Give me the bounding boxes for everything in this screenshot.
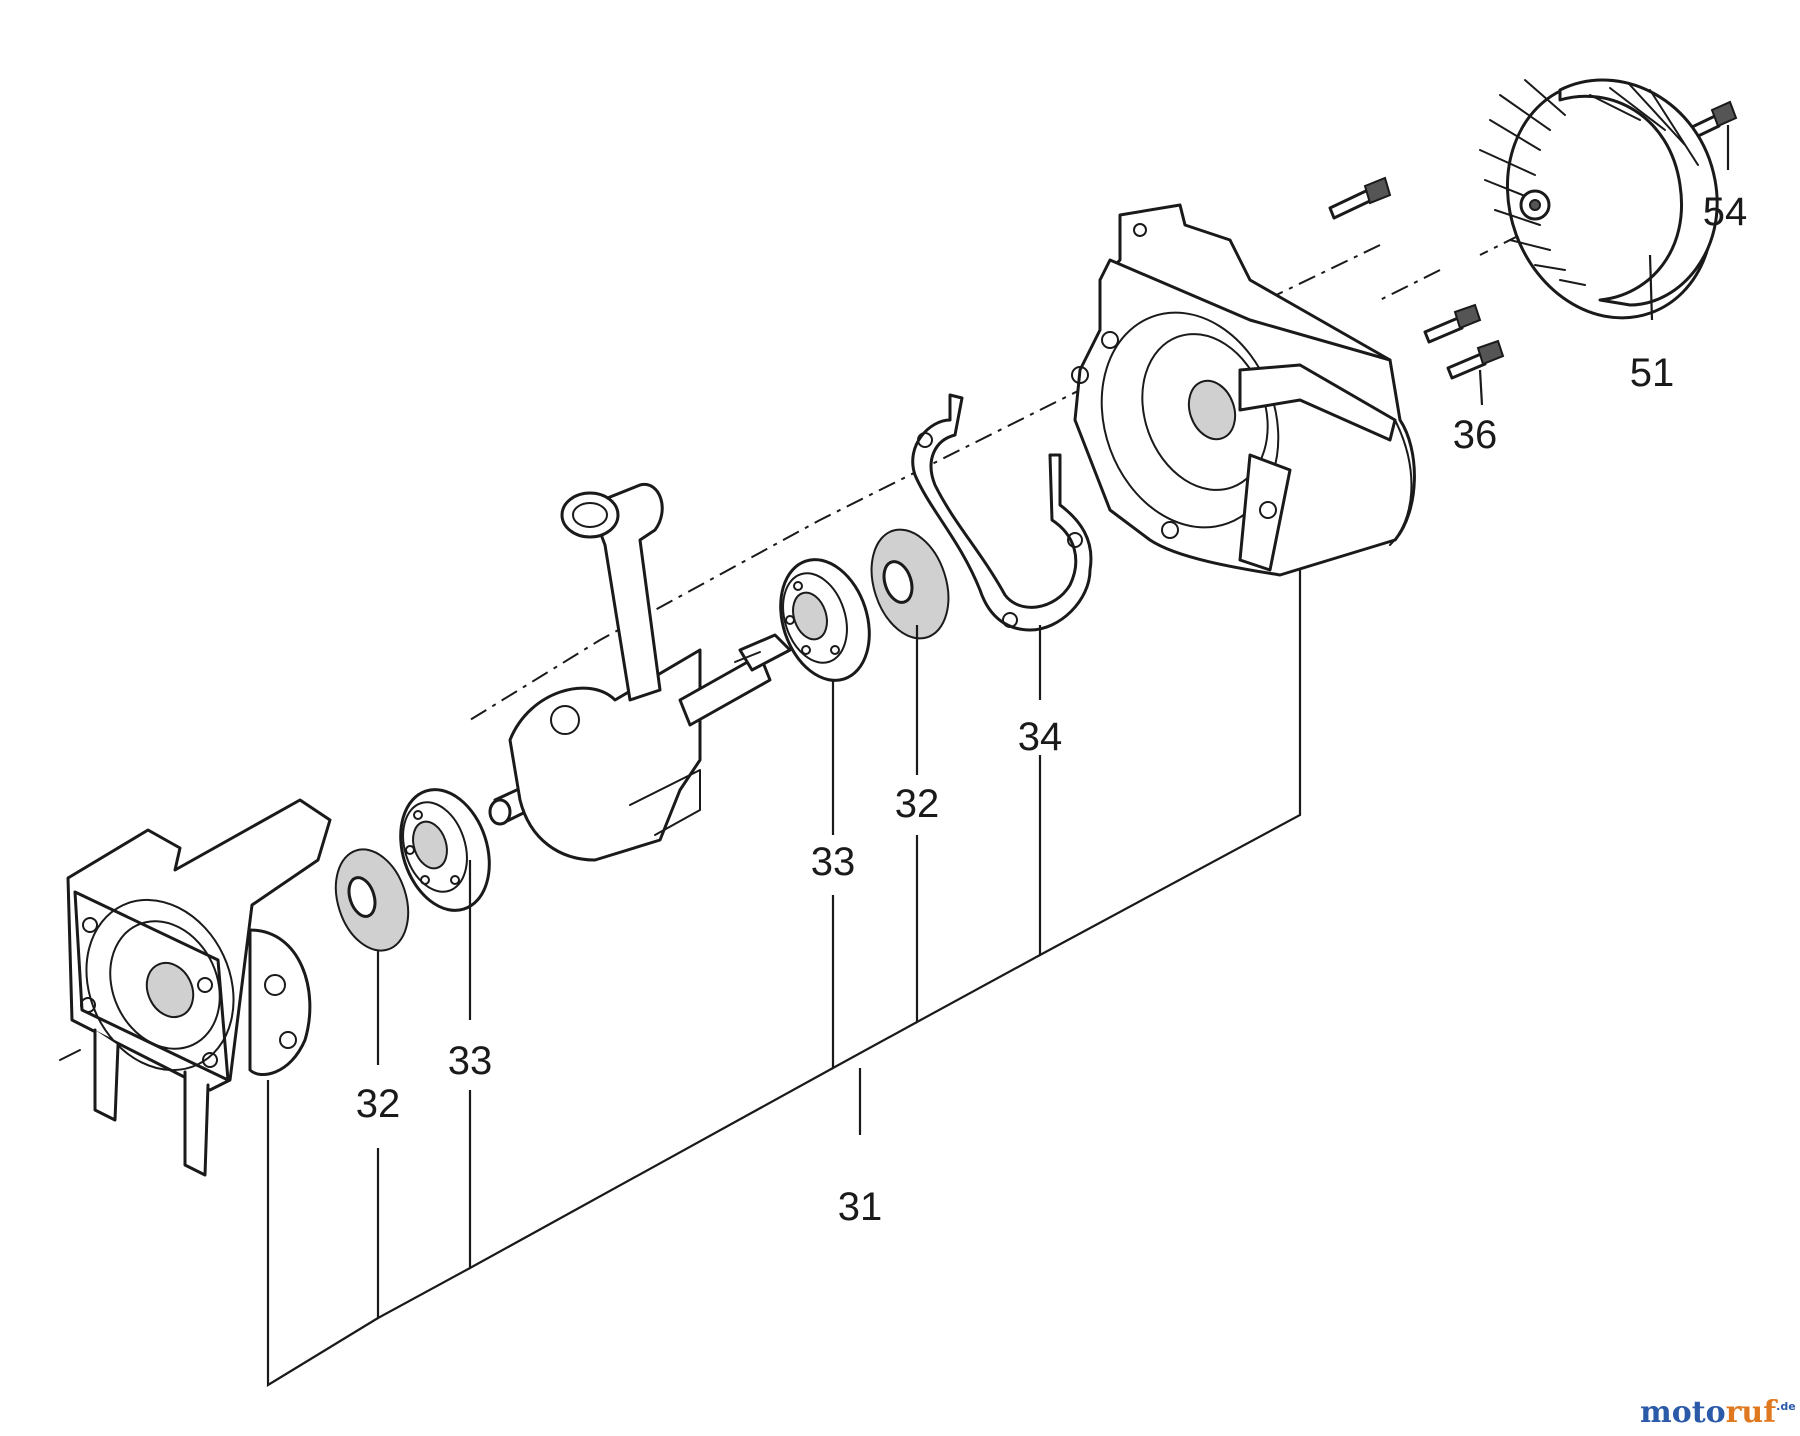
screw-upper xyxy=(1328,176,1392,220)
oil-seal-left xyxy=(334,848,410,952)
screw-mid xyxy=(1423,303,1482,344)
label-part-32-right: 32 xyxy=(895,782,940,826)
ball-bearing-right xyxy=(779,558,871,682)
oil-seal-right xyxy=(870,528,950,640)
label-part-36: 36 xyxy=(1453,413,1498,457)
flywheel xyxy=(1479,78,1719,320)
label-part-31: 31 xyxy=(838,1185,883,1229)
crankcase-right-half xyxy=(1071,203,1416,577)
label-part-34: 34 xyxy=(1018,715,1063,759)
leader-lines xyxy=(266,125,1730,1387)
watermark-logo: motoruf.de xyxy=(1640,1395,1796,1430)
crankshaft xyxy=(488,483,792,862)
screw-lower xyxy=(1446,339,1505,380)
label-part-51: 51 xyxy=(1630,351,1675,395)
crankcase-left-half xyxy=(59,798,332,1177)
ball-bearing-left xyxy=(399,788,491,912)
label-part-33-right: 33 xyxy=(811,840,856,884)
label-part-54: 54 xyxy=(1703,190,1748,234)
crankcase-gasket xyxy=(911,393,1093,632)
label-part-33-left: 33 xyxy=(448,1039,493,1083)
label-part-32-left: 32 xyxy=(356,1082,401,1126)
